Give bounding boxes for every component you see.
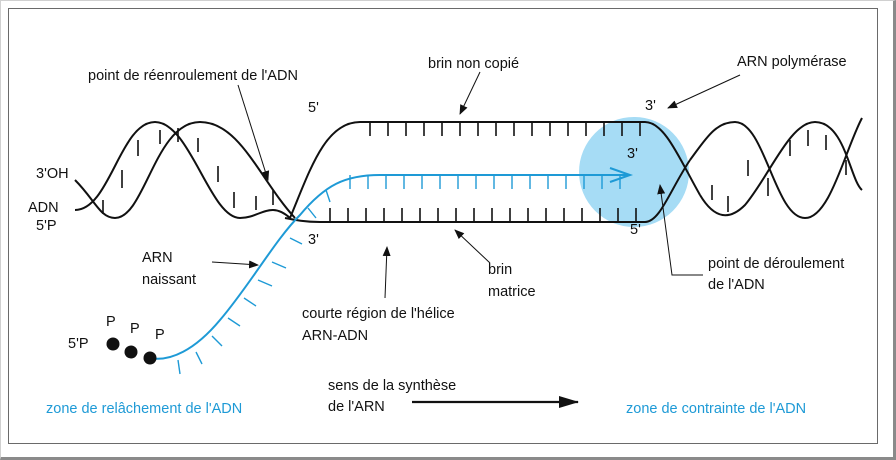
rna-tick — [211, 335, 223, 347]
dna-non-template-strand — [289, 121, 701, 219]
rna-growing-arrow — [609, 167, 634, 183]
rna-tick — [289, 237, 303, 245]
dna-right-strand-b — [689, 117, 863, 220]
label-brin-non-copie: brin non copié — [428, 56, 519, 72]
label-3prime-top: 3' — [645, 98, 656, 114]
label-p-1: P — [106, 314, 116, 330]
arrow-brin-matrice — [454, 229, 491, 264]
label-zone-contrainte: zone de contrainte de l'ADN — [626, 401, 806, 417]
rna-polymerase-bubble — [579, 117, 689, 227]
label-3prime-mid: 3' — [627, 146, 638, 162]
label-p-3: P — [155, 327, 165, 343]
label-reenroulement: point de réenroulement de l'ADN — [88, 68, 298, 84]
arrow-reenroulement — [237, 84, 270, 181]
rna-tick — [307, 207, 317, 219]
label-matrice: matrice — [488, 284, 536, 300]
label-5prime-top: 5' — [308, 100, 319, 116]
rna-tick — [257, 279, 273, 287]
label-courte-region: courte région de l'hélice — [302, 306, 455, 322]
dna-left-strand-b — [74, 120, 296, 220]
label-brin: brin — [488, 262, 512, 278]
label-point-deroulement: point de déroulement — [708, 256, 844, 272]
label-arn-polymerase: ARN polymérase — [737, 54, 847, 70]
label-5p-left: 5'P — [36, 218, 57, 234]
dna-right-strand-a — [699, 120, 863, 217]
label-arn: ARN — [142, 250, 173, 266]
rna-base-ticks — [177, 175, 621, 375]
label-zone-relachement: zone de relâchement de l'ADN — [46, 401, 242, 417]
arrow-courte-region — [382, 246, 391, 299]
label-naissant: naissant — [142, 272, 196, 288]
label-de-l-adn: de l'ADN — [708, 277, 765, 293]
rna-tick — [325, 189, 331, 203]
label-de-l-arn: de l'ARN — [328, 399, 385, 415]
rna-tick — [227, 317, 241, 327]
label-3oh: 3'OH — [36, 166, 69, 182]
rna-tick — [177, 359, 181, 375]
rna-tick — [243, 297, 257, 307]
arrow-deroulement — [657, 184, 703, 276]
label-3prime-bottom: 3' — [308, 232, 319, 248]
label-arn-adn: ARN-ADN — [302, 328, 368, 344]
label-p-2: P — [130, 321, 140, 337]
arrow-brin-non-copie — [459, 71, 481, 115]
rna-strand — [149, 174, 630, 360]
label-sens-synthese: sens de la synthèse — [328, 378, 456, 394]
label-5prime-right: 5' — [630, 222, 641, 238]
label-5p-rna: 5'P — [68, 336, 89, 352]
arrow-polymerase — [667, 74, 741, 109]
base-pair-ticks — [102, 122, 847, 222]
phosphate-dot-3 — [143, 351, 157, 365]
label-adn: ADN — [28, 200, 59, 216]
figure-border — [8, 8, 878, 444]
phosphate-dot-2 — [124, 345, 138, 359]
phosphate-dot-1 — [106, 337, 120, 351]
rna-tick — [271, 261, 287, 269]
dna-left-strand-a — [74, 120, 291, 220]
rna-tick — [195, 351, 203, 365]
arrow-arn-naissant — [211, 260, 259, 269]
